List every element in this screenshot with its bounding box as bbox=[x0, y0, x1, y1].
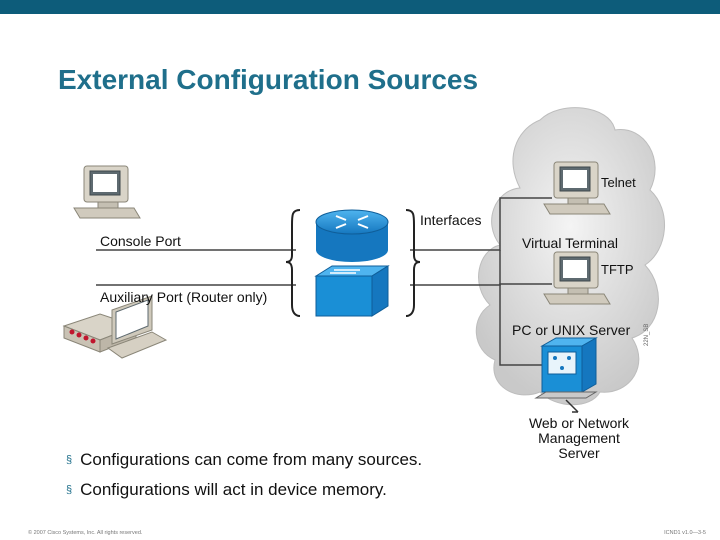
bullet-item: § Configurations will act in device memor… bbox=[66, 480, 422, 510]
router-icon bbox=[315, 209, 389, 262]
label-auxiliary-port: Auxiliary Port (Router only) bbox=[100, 289, 268, 305]
top-bar bbox=[0, 0, 720, 14]
label-pc-unix-server: PC or UNIX Server bbox=[512, 322, 631, 338]
switch-icon bbox=[314, 265, 390, 317]
device-brackets bbox=[285, 209, 421, 317]
slide-title: External Configuration Sources bbox=[58, 64, 479, 95]
pc-icon bbox=[73, 165, 141, 219]
connection-lines bbox=[96, 197, 552, 366]
label-console-port: Console Port bbox=[100, 233, 181, 249]
slide-number-footer: ICND1 v1.0—3-5 bbox=[664, 530, 706, 536]
bullet-marker: § bbox=[66, 454, 73, 466]
bullet-list: § Configurations can come from many sourc… bbox=[66, 450, 422, 510]
label-virtual-terminal: Virtual Terminal bbox=[522, 235, 618, 251]
copyright-footer: © 2007 Cisco Systems, Inc. All rights re… bbox=[28, 530, 143, 536]
bullet-text: Configurations can come from many source… bbox=[80, 450, 423, 469]
bullet-text: Configurations will act in device memory… bbox=[80, 480, 387, 499]
bullet-item: § Configurations can come from many sourc… bbox=[66, 450, 422, 480]
label-web-nms-server: Web or Network Management Server bbox=[528, 415, 630, 461]
bullet-marker: § bbox=[66, 484, 73, 496]
modem-laptop-icon bbox=[62, 295, 168, 359]
label-tftp: TFTP bbox=[601, 262, 634, 277]
network-management-server-icon bbox=[534, 337, 598, 413]
figure-id: 22N_SB bbox=[644, 323, 650, 346]
label-interfaces: Interfaces bbox=[420, 212, 482, 228]
label-telnet: Telnet bbox=[601, 175, 636, 190]
